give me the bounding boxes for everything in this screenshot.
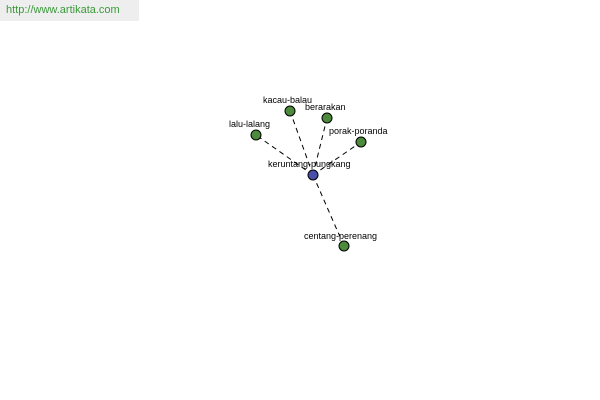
related-word-label[interactable]: centang-perenang <box>304 231 377 241</box>
graph-edge <box>255 134 314 176</box>
graph-nodes <box>250 105 367 252</box>
source-url-link[interactable]: http://www.artikata.com <box>6 4 120 16</box>
related-word-label[interactable]: berarakan <box>305 102 346 112</box>
related-word-node[interactable] <box>321 112 333 124</box>
related-word-node[interactable] <box>338 240 350 252</box>
graph-edge <box>312 174 345 247</box>
related-word-node[interactable] <box>284 105 296 117</box>
graph-edge <box>289 110 314 176</box>
related-word-label[interactable]: kacau-balau <box>263 95 312 105</box>
related-word-node[interactable] <box>250 129 262 141</box>
related-word-label[interactable]: porak-poranda <box>329 126 388 136</box>
center-node[interactable] <box>307 169 319 181</box>
graph-edges <box>255 110 362 247</box>
related-word-label[interactable]: lalu-lalang <box>229 119 270 129</box>
source-banner: http://www.artikata.com <box>0 0 139 21</box>
related-word-node[interactable] <box>355 136 367 148</box>
graph-edge <box>312 141 362 176</box>
center-node-label[interactable]: keruntang-pungkang <box>268 159 351 169</box>
graph-edge <box>312 117 328 176</box>
